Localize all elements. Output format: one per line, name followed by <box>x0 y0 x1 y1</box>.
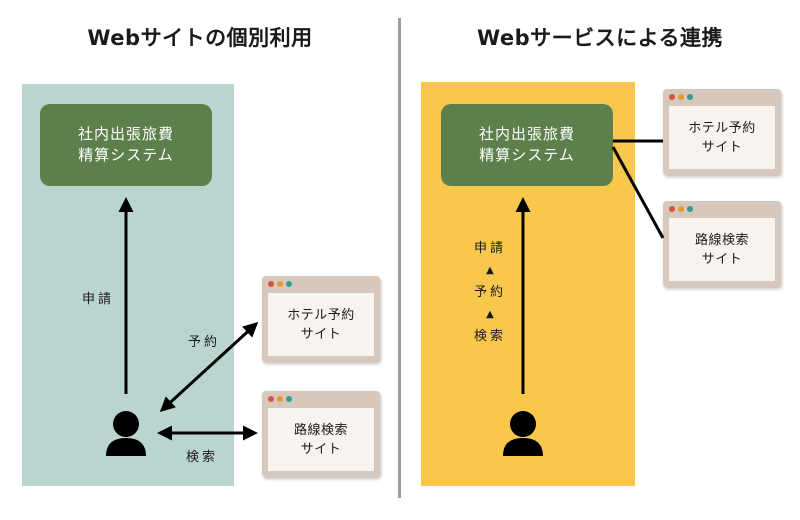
route-site-label-line2: サイト <box>300 441 342 457</box>
route-site-label-line1: 路線検索 <box>694 232 749 248</box>
hotel-site-label-line1: ホテル予約 <box>688 120 756 136</box>
system-label-line2: 精算システム <box>479 146 575 164</box>
hotel-site-label-line2: サイト <box>701 139 743 155</box>
route-link-right <box>611 146 665 239</box>
route-site-window-right: 路線検索 サイト <box>663 201 781 287</box>
reserve-arrow-left <box>159 321 259 413</box>
flow-step-search: 検索 <box>473 329 506 344</box>
flow-steps-right: 申請 ▲ 予約 ▲ 検索 <box>465 238 515 348</box>
center-divider <box>398 18 401 498</box>
route-site-label-line1: 路線検索 <box>293 422 348 438</box>
hotel-site-label-line1: ホテル予約 <box>287 307 355 323</box>
expense-system-box-left: 社内出張旅費 精算システム <box>40 104 212 186</box>
hotel-site-window-right: ホテル予約 サイト <box>663 89 781 175</box>
apply-label-left: 申請 <box>82 292 115 307</box>
window-dots-icon <box>268 396 292 402</box>
person-icon <box>503 411 543 456</box>
window-dots-icon <box>669 206 693 212</box>
search-label-left: 検索 <box>186 450 219 465</box>
window-dots-icon <box>669 94 693 100</box>
system-label-line1: 社内出張旅費 <box>478 125 575 143</box>
title-individual-use: Webサイトの個別利用 <box>87 26 313 50</box>
flow-up-arrow-icon: ▲ <box>486 309 494 320</box>
window-dots-icon <box>268 281 292 287</box>
hotel-site-window-left: ホテル予約 サイト <box>262 276 380 362</box>
route-site-label-line2: サイト <box>701 251 743 267</box>
flow-step-apply: 申請 <box>473 241 506 256</box>
title-service-integration: Webサービスによる連携 <box>476 26 724 50</box>
system-label-line2: 精算システム <box>78 146 174 164</box>
person-icon <box>106 411 146 456</box>
flow-step-reserve: 予約 <box>473 285 506 300</box>
expense-system-box-right: 社内出張旅費 精算システム <box>441 104 613 186</box>
system-label-line1: 社内出張旅費 <box>77 125 174 143</box>
hotel-site-label-line2: サイト <box>300 326 342 342</box>
flow-up-arrow-icon: ▲ <box>486 265 494 276</box>
route-site-window-left: 路線検索 サイト <box>262 391 380 477</box>
